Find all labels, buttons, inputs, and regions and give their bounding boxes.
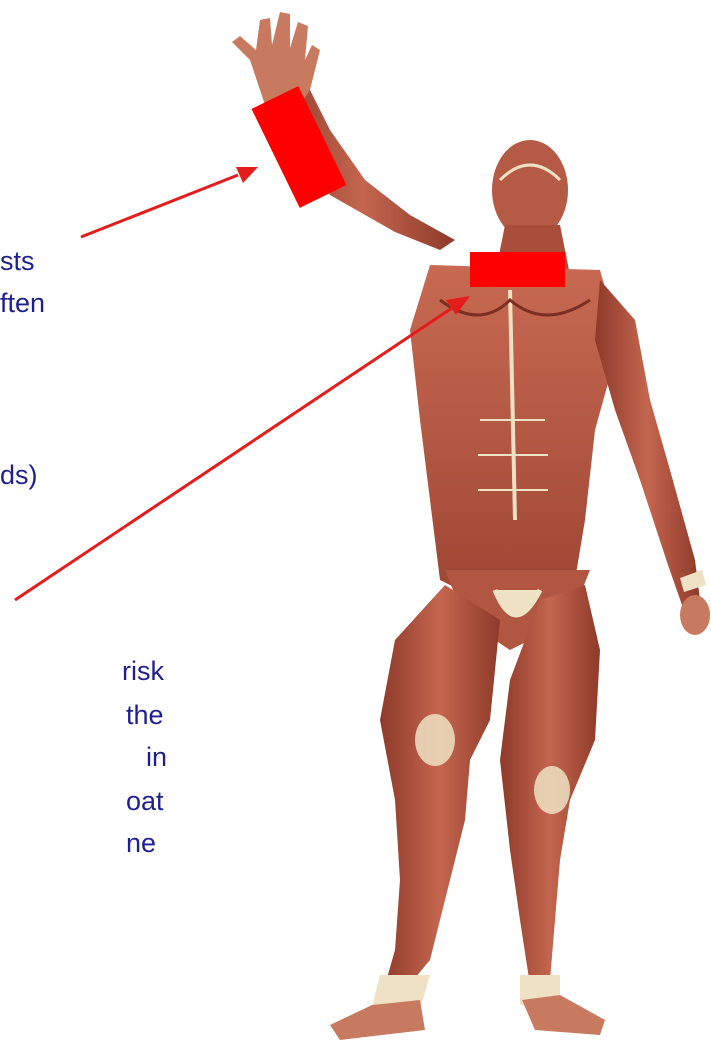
neck-marker [470,252,565,287]
arrow-to-wrist [81,167,258,237]
arrow-to-neck [15,296,470,600]
